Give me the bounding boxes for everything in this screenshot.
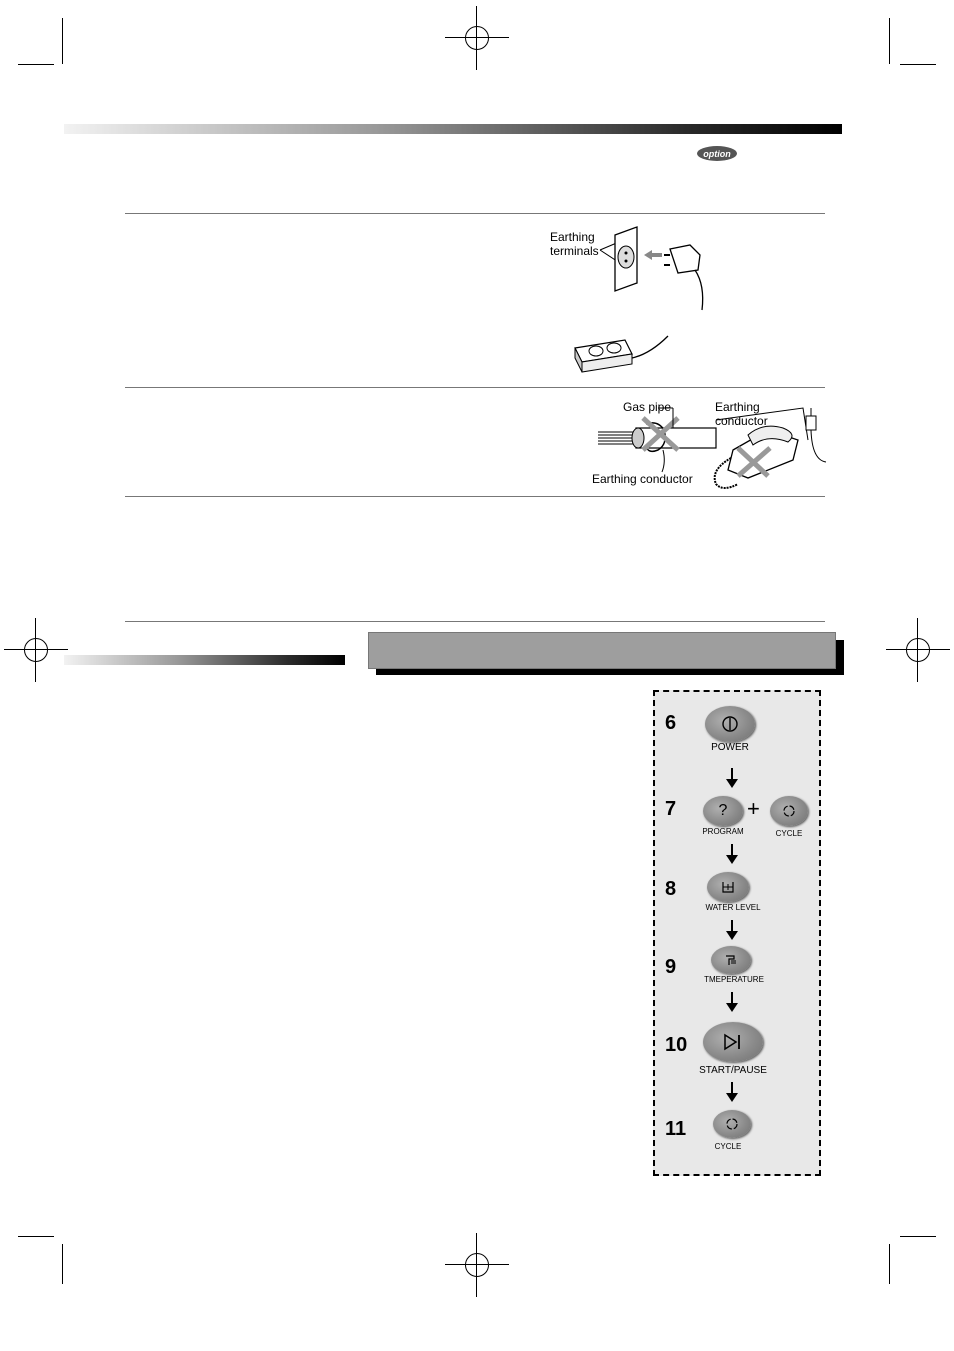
step-number: 11 bbox=[665, 1118, 687, 1140]
step-number: 10 bbox=[665, 1034, 688, 1056]
registration-mark bbox=[445, 6, 509, 70]
section-divider bbox=[125, 387, 825, 388]
section-gradient-bar bbox=[64, 655, 345, 665]
socket-plug-illustration bbox=[599, 226, 704, 311]
cycle-label: CYCLE bbox=[775, 829, 803, 838]
earthing-conductor-line1: Earthing bbox=[715, 400, 760, 414]
question-icon: ? bbox=[718, 802, 728, 819]
crop-mark bbox=[889, 1244, 890, 1284]
step-number: 9 bbox=[665, 956, 677, 978]
earthing-label-line1: Earthing bbox=[550, 230, 595, 244]
earthing-conductor-top-label: Earthing conductor bbox=[715, 400, 768, 428]
program-button[interactable]: ? bbox=[703, 796, 743, 826]
step-number: 8 bbox=[665, 878, 677, 900]
cycle-button[interactable] bbox=[770, 796, 808, 826]
power-button[interactable] bbox=[705, 706, 755, 742]
power-label: POWER bbox=[711, 742, 749, 753]
start-pause-button[interactable] bbox=[703, 1022, 763, 1062]
start-pause-icon bbox=[724, 1033, 740, 1051]
header-gradient-bar bbox=[64, 124, 842, 134]
water-level-button[interactable] bbox=[707, 872, 749, 902]
option-badge-text: option bbox=[703, 148, 731, 159]
extension-cord-illustration bbox=[574, 335, 669, 373]
water-level-label: WATER LEVEL bbox=[705, 903, 761, 912]
cycle-button-final[interactable] bbox=[713, 1110, 751, 1138]
sequence-arrow bbox=[726, 992, 738, 1012]
gas-pipe-phone-illustration bbox=[598, 407, 827, 489]
crop-mark bbox=[889, 18, 890, 64]
water-level-icon bbox=[722, 882, 734, 893]
earthing-conductor-line2: conductor bbox=[715, 414, 768, 428]
temperature-label: TMEPERATURE bbox=[704, 975, 764, 984]
start-pause-label: START/PAUSE bbox=[699, 1065, 767, 1076]
section-divider bbox=[125, 621, 825, 622]
gas-pipe-label: Gas pipe bbox=[623, 400, 672, 414]
option-badge: option bbox=[697, 146, 737, 161]
cycle-icon bbox=[726, 1118, 738, 1130]
temperature-icon bbox=[726, 955, 736, 965]
step-number: 6 bbox=[665, 712, 677, 734]
earthing-conductor-bottom-label: Earthing conductor bbox=[592, 472, 693, 486]
control-panel-sequence: 6 POWER 7 ? PROGRAM + CYCLE 8 WATER LEVE… bbox=[653, 690, 821, 1176]
section-title-box bbox=[368, 632, 836, 669]
earthing-terminals-label: Earthing terminals bbox=[550, 230, 599, 258]
crop-mark bbox=[900, 1236, 936, 1237]
cycle-icon bbox=[783, 805, 795, 817]
crop-mark bbox=[18, 64, 54, 65]
section-divider bbox=[125, 213, 825, 214]
crop-mark bbox=[62, 1244, 63, 1284]
registration-mark bbox=[4, 618, 68, 682]
earthing-label-line2: terminals bbox=[550, 244, 599, 258]
registration-mark bbox=[886, 618, 950, 682]
temperature-button[interactable] bbox=[711, 946, 751, 974]
cycle-label-final: CYCLE bbox=[714, 1142, 742, 1151]
step-number: 7 bbox=[665, 798, 677, 820]
program-label: PROGRAM bbox=[702, 827, 744, 836]
sequence-arrow bbox=[726, 844, 738, 864]
crop-mark bbox=[18, 1236, 54, 1237]
power-icon bbox=[722, 716, 738, 732]
registration-mark bbox=[445, 1233, 509, 1297]
crop-mark bbox=[62, 18, 63, 64]
section-divider bbox=[125, 496, 825, 497]
sequence-arrow bbox=[726, 1082, 738, 1102]
sequence-arrow bbox=[726, 920, 738, 940]
plus-sign: + bbox=[747, 796, 760, 821]
sequence-arrow bbox=[726, 768, 738, 788]
crop-mark bbox=[900, 64, 936, 65]
